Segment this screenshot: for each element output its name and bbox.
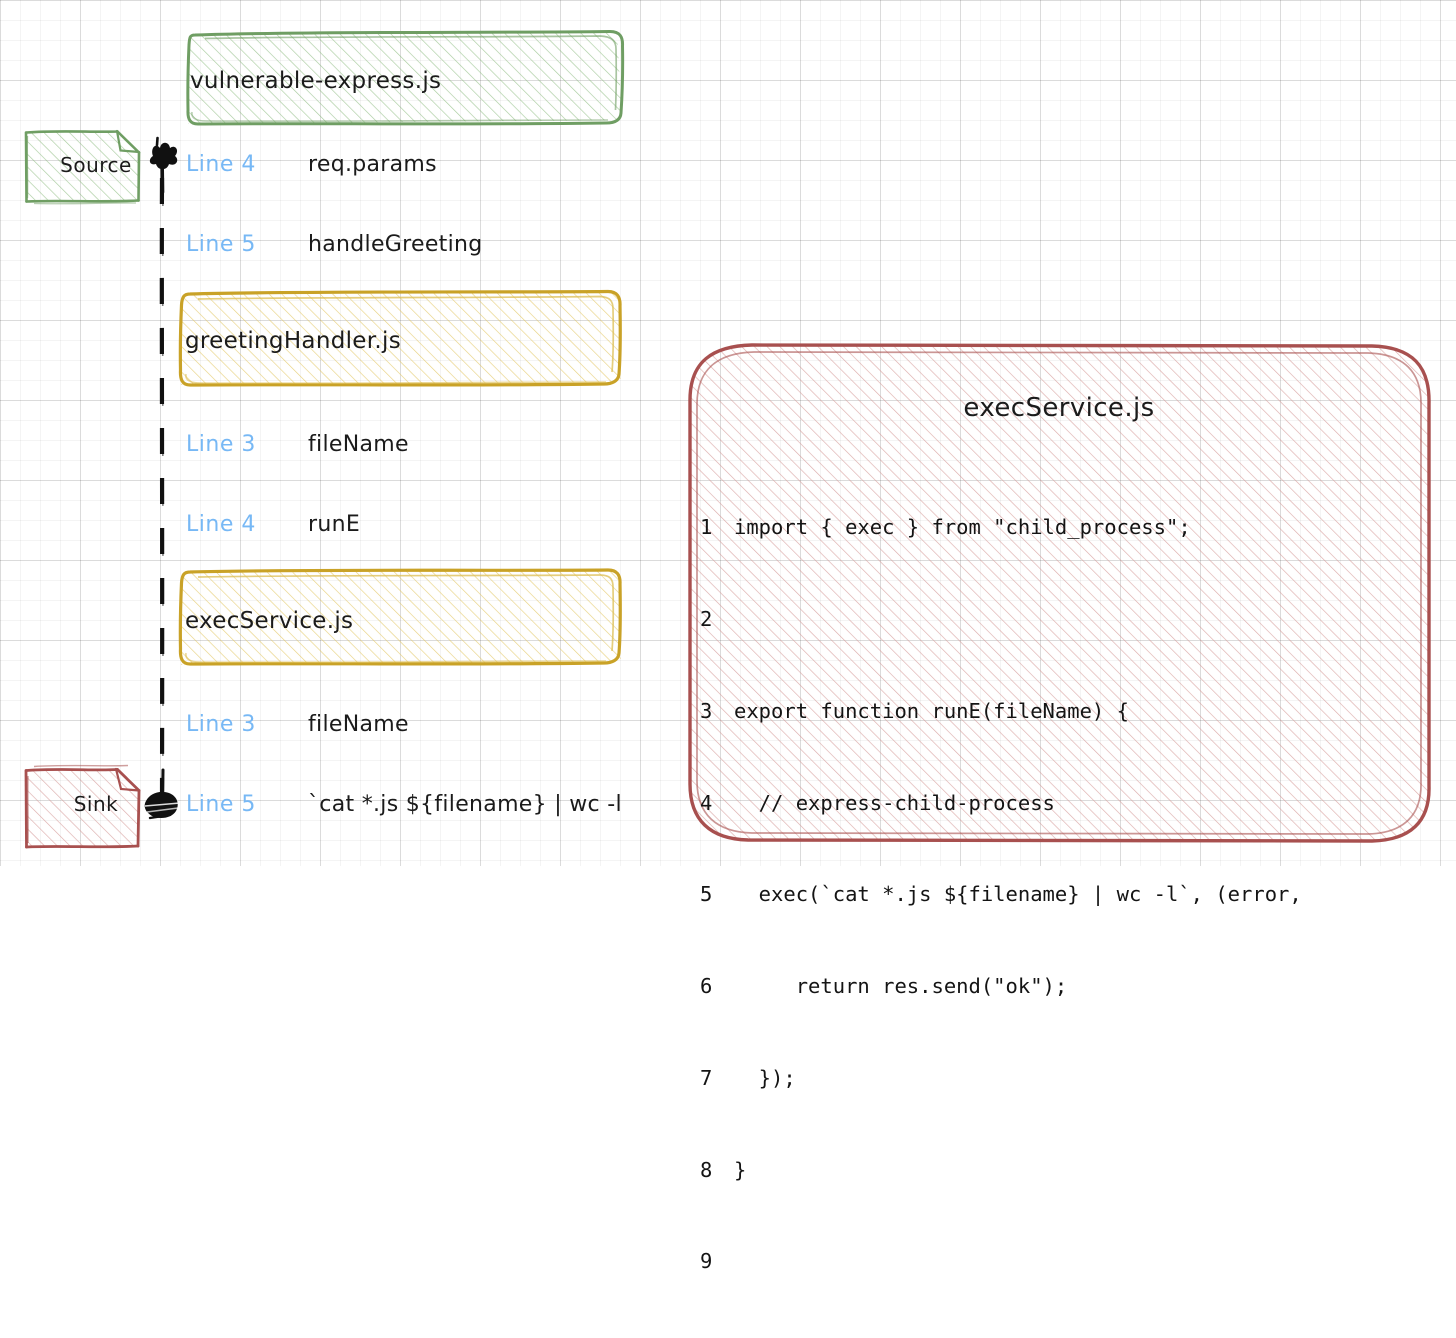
source-note-label: Source <box>60 153 132 177</box>
trace-line-label: Line 3 <box>186 712 256 737</box>
flow-dashed-line <box>159 177 165 801</box>
code-panel-title: execService.js <box>963 393 1155 423</box>
trace-step-row[interactable]: Line 3 fileName <box>186 432 409 457</box>
code-line-number: 4 <box>700 790 713 815</box>
code-line-text: } <box>734 1157 747 1182</box>
code-panel-body: 1 import { exec } from "child_process"; … <box>700 451 1302 1338</box>
trace-line-value: fileName <box>308 712 409 737</box>
trace-line-label: Line 5 <box>186 792 256 817</box>
sink-note-label: Sink <box>73 792 119 816</box>
trace-line-label: Line 3 <box>186 432 256 457</box>
code-line-number: 1 <box>700 515 713 540</box>
code-line-number: 2 <box>700 606 713 631</box>
trace-step-row[interactable]: Line 5 handleGreeting <box>186 232 482 257</box>
code-line-number: 3 <box>700 698 713 723</box>
code-line-text: }); <box>734 1065 796 1090</box>
trace-line-label: Line 4 <box>186 512 256 537</box>
trace-line-label: Line 4 <box>186 152 256 177</box>
file-box-label-exec-service: execService.js <box>185 608 354 634</box>
trace-step-row[interactable]: Line 4 runE <box>186 512 360 537</box>
code-line-number: 7 <box>700 1065 713 1090</box>
code-line: 8 } <box>700 1155 1302 1186</box>
trace-step-row[interactable]: Line 3 fileName <box>186 712 409 737</box>
trace-line-value: fileName <box>308 432 409 457</box>
code-line-text: exec(`cat *.js ${filename} | wc -l`, (er… <box>734 882 1302 907</box>
trace-line-label: Line 5 <box>186 232 256 257</box>
trace-step-row[interactable]: Line 5 `cat *.js ${filename} | wc -l <box>186 792 622 817</box>
code-line-number: 8 <box>700 1157 713 1182</box>
code-line-text: import { exec } from "child_process"; <box>734 515 1191 540</box>
code-line-text: return res.send("ok"); <box>734 974 1068 999</box>
file-box-label-vulnerable-express: vulnerable-express.js <box>190 68 442 94</box>
trace-line-value: runE <box>308 512 361 537</box>
diagram-canvas: Source Sink vulnerable-express.js greeti… <box>0 0 1456 1273</box>
code-line-text: // express-child-process <box>734 790 1055 815</box>
code-line: 5 exec(`cat *.js ${filename} | wc -l`, (… <box>700 879 1302 910</box>
code-panel[interactable]: execService.js 1 import { exec } from "c… <box>688 345 1430 1273</box>
trace-step-row[interactable]: Line 4 req.params <box>186 152 437 177</box>
code-line-number: 6 <box>700 974 713 999</box>
code-line-number: 9 <box>700 1249 713 1274</box>
code-line: 1 import { exec } from "child_process"; <box>700 512 1302 543</box>
sink-marker-icon <box>144 768 181 820</box>
code-line: 7 }); <box>700 1063 1302 1094</box>
trace-line-value: `cat *.js ${filename} | wc -l <box>308 792 622 817</box>
file-box-label-greeting-handler: greetingHandler.js <box>185 328 401 354</box>
trace-line-value: req.params <box>308 152 437 177</box>
trace-line-value: handleGreeting <box>308 232 483 257</box>
code-line: 4 // express-child-process <box>700 788 1302 819</box>
code-line-number: 5 <box>700 882 713 907</box>
code-line: 9 <box>700 1246 1302 1277</box>
code-line: 6 return res.send("ok"); <box>700 971 1302 1002</box>
code-line-text: export function runE(fileName) { <box>734 698 1129 723</box>
code-line: 3 export function runE(fileName) { <box>700 696 1302 727</box>
code-line: 2 <box>700 604 1302 635</box>
source-marker-icon <box>149 136 178 194</box>
